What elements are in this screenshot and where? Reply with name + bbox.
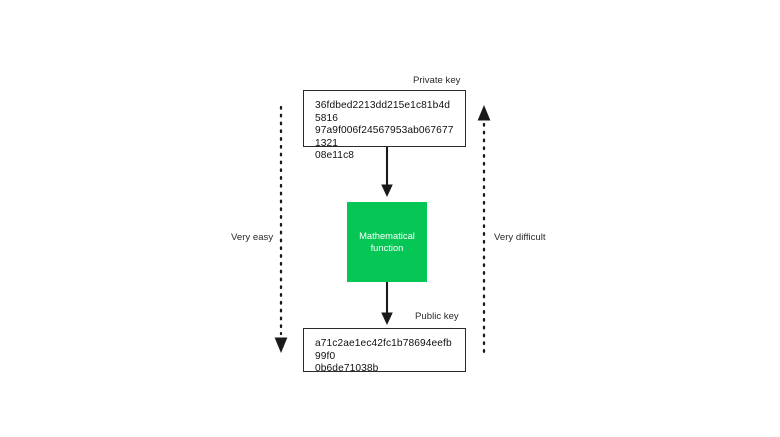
very-difficult-dotted-arrow: [477, 105, 491, 354]
very-easy-dotted-arrow: [274, 105, 288, 353]
private-key-value: 36fdbed2213dd215e1c81b4d5816 97a9f006f24…: [315, 100, 454, 162]
public-key-box: a71c2ae1ec42fc1b78694eefb99f0 0b6de71038…: [303, 328, 466, 374]
public-key-caption: Public key: [415, 311, 459, 322]
private-key-caption: Private key: [413, 75, 461, 86]
mathematical-function-label: Mathematical function: [359, 229, 415, 253]
private-key-box: 36fdbed2213dd215e1c81b4d5816 97a9f006f24…: [303, 90, 466, 161]
very-easy-label: Very easy: [231, 232, 274, 243]
very-difficult-label: Very difficult: [494, 232, 546, 243]
public-key-value: a71c2ae1ec42fc1b78694eefb99f0 0b6de71038…: [315, 338, 452, 375]
arrow-function-to-public: [381, 282, 393, 325]
mathematical-function-node: Mathematical function: [347, 202, 427, 282]
